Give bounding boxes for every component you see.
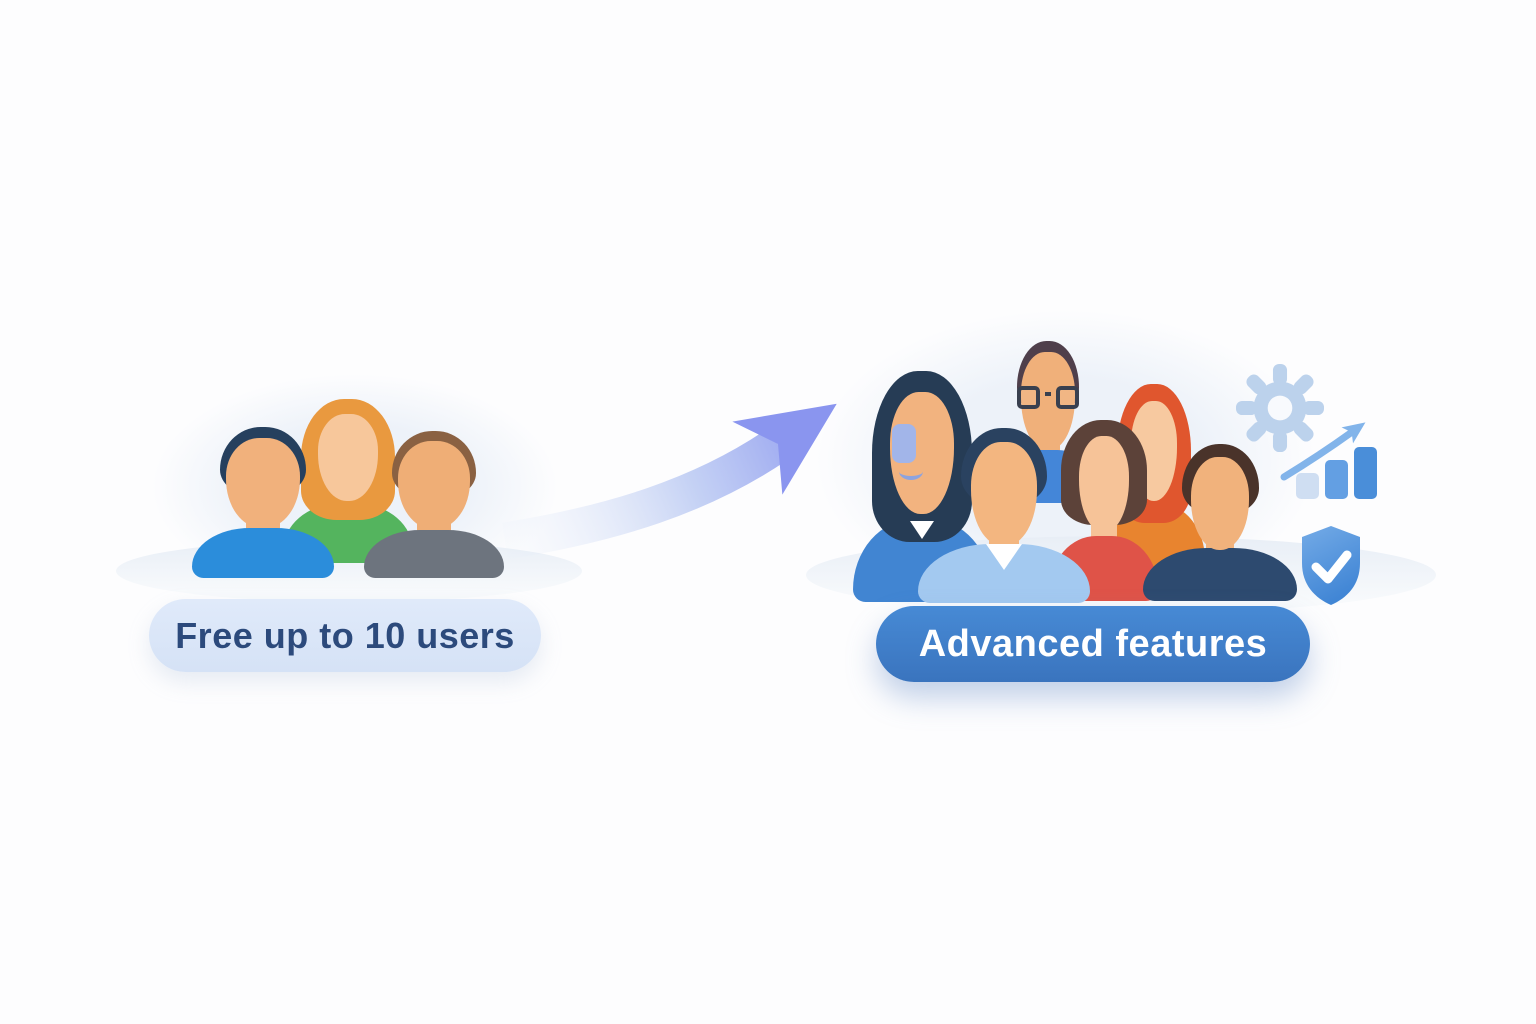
headset-mic — [898, 463, 923, 481]
face — [226, 437, 300, 529]
growth-chart-icon — [1280, 422, 1377, 499]
shield-check-icon — [1302, 526, 1360, 605]
shirt — [364, 529, 504, 578]
avatar-man-gray-shirt — [364, 431, 504, 578]
glasses-bridge — [1045, 391, 1051, 396]
face — [318, 413, 378, 501]
face — [1021, 352, 1075, 450]
free-tier-badge: Free up to 10 users — [149, 599, 541, 672]
avatar-man-light-blue-shirt — [918, 424, 1090, 603]
face — [1079, 436, 1129, 533]
avatar-man-blue-shirt — [192, 427, 334, 578]
shirt — [1143, 548, 1297, 601]
advanced-badge-label: Advanced features — [918, 622, 1268, 665]
face — [1190, 457, 1250, 550]
shirt-collar — [986, 543, 1022, 570]
headset-icon — [891, 424, 917, 464]
avatar-woman-red-shirt — [1050, 420, 1158, 601]
face — [971, 441, 1037, 546]
gear-icon — [1236, 364, 1324, 452]
advanced-badge: Advanced features — [876, 606, 1310, 682]
avatar-woman-headset — [853, 371, 991, 602]
avatar-man-navy-shirt — [1143, 441, 1297, 601]
shirt — [192, 528, 334, 578]
glasses-icon — [1017, 386, 1079, 410]
glasses-lens — [1017, 386, 1041, 410]
glasses-lens — [1055, 386, 1079, 410]
free-tier-badge-label: Free up to 10 users — [175, 614, 515, 656]
face — [397, 441, 471, 530]
shirt-collar — [910, 521, 934, 540]
